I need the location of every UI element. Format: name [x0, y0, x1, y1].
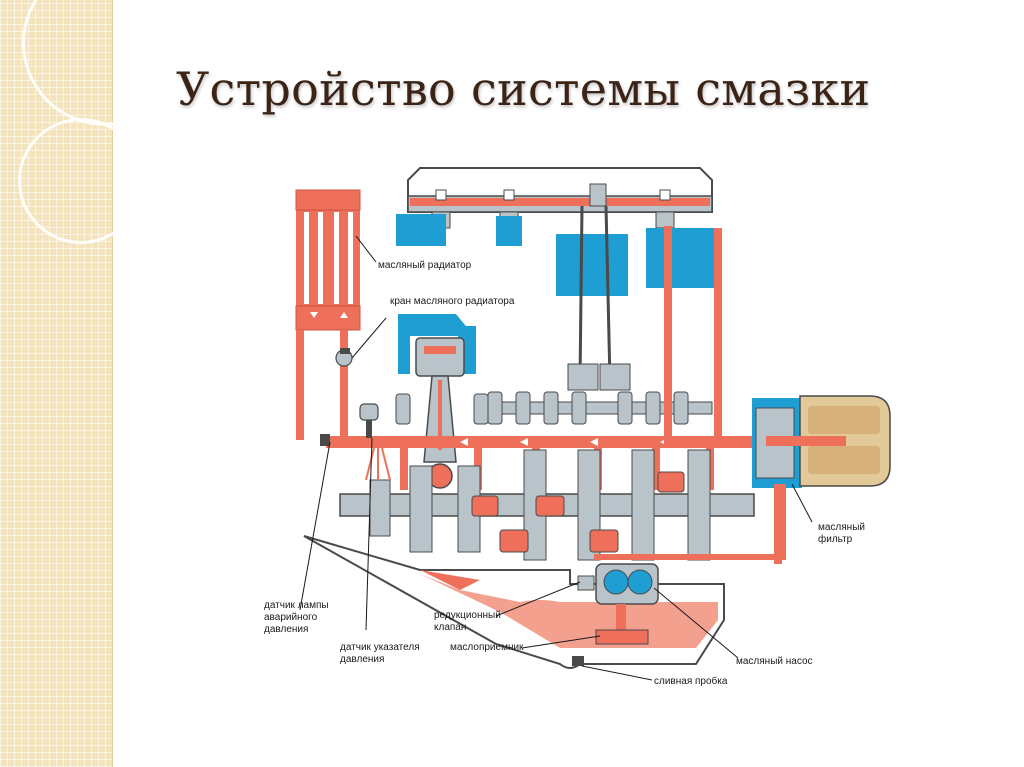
label-lamp-sensor: давления [264, 624, 308, 635]
leader-lines [299, 235, 813, 681]
label-oil-pump: масляный насос [736, 656, 813, 667]
camshaft [395, 391, 713, 425]
label-oil-filter: масляный [818, 522, 865, 533]
oil-filter [752, 395, 891, 564]
label-radiator-valve: кран масляного радиатора [390, 296, 515, 307]
label-reducing-valve: редукционный [434, 610, 501, 621]
label-lamp-sensor: аварийного [264, 612, 318, 623]
reducing-valve [577, 575, 595, 591]
cylinder-head [407, 167, 713, 229]
label-reducing-valve: клапан [434, 622, 466, 633]
slide-title: Устройство системы смазки [176, 62, 871, 116]
lubrication-system-diagram: масляный радиатор кран масляного радиато… [264, 167, 891, 687]
valve-train [567, 183, 631, 391]
oil-radiator [295, 189, 361, 440]
cylinder-block [396, 214, 720, 374]
pressure-lamp-sensor [320, 434, 330, 446]
label-lamp-sensor: датчик лампы [264, 600, 329, 611]
label-gauge-sensor: давления [340, 654, 384, 665]
label-drain-plug: сливная пробка [654, 675, 728, 687]
label-oil-intake: маслоприемник [450, 642, 524, 653]
pressure-gauge-sensor [359, 403, 391, 481]
label-oil-radiator: масляный радиатор [378, 260, 472, 271]
label-gauge-sensor: датчик указателя [340, 642, 420, 653]
decorative-circle [18, 118, 144, 244]
side-decoration [0, 0, 188, 767]
decorative-circle [22, 0, 188, 126]
crankshaft [339, 449, 755, 561]
oil-lines [594, 484, 786, 560]
drain-plug [572, 656, 584, 666]
label-oil-filter: фильтр [818, 533, 853, 545]
